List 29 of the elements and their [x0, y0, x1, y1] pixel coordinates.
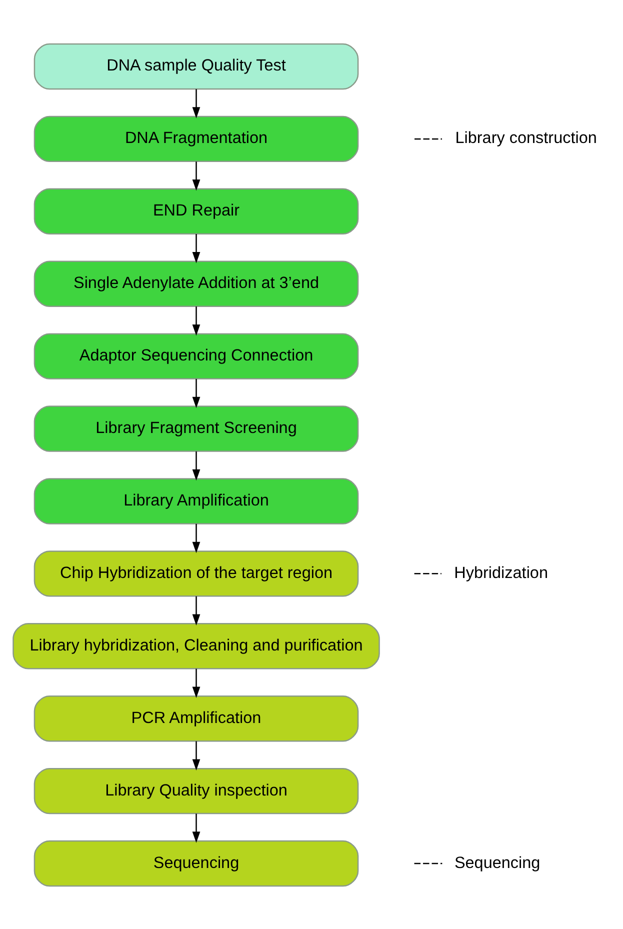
node-text: Library construction	[455, 128, 597, 147]
arrow	[192, 813, 200, 842]
node-box: DNA Fragmentation	[34, 115, 359, 162]
arrow	[192, 450, 200, 480]
arrow	[192, 306, 200, 336]
connector	[414, 862, 442, 864]
node-box: Library Fragment Screening	[34, 405, 359, 452]
node-box: DNA sample Quality Test	[34, 42, 359, 90]
arrow	[192, 161, 200, 190]
connector	[414, 572, 442, 574]
arrow	[192, 523, 200, 553]
node-box: Chip Hybridization of the target region	[34, 550, 359, 596]
node-box: Library hybridization, Cleaning and purification	[12, 622, 380, 669]
node-box: END Repair	[34, 188, 359, 234]
node-box: Single Adenylate Addition at 3’end	[34, 260, 359, 306]
arrow	[192, 668, 200, 698]
connector	[414, 138, 442, 140]
node-box: PCR Amplification	[34, 695, 359, 742]
arrow	[192, 596, 200, 626]
arrow	[192, 740, 200, 770]
node-box: Sequencing	[34, 840, 359, 886]
node-box: Library Quality inspection	[34, 767, 359, 814]
node-text: Hybridization	[454, 563, 548, 582]
node-box: Library Amplification	[34, 478, 359, 524]
node-text: Sequencing	[454, 853, 540, 872]
arrow	[192, 234, 200, 263]
arrow	[192, 378, 200, 408]
arrow	[192, 88, 200, 118]
node-box: Adaptor Sequencing Connection	[34, 332, 359, 379]
